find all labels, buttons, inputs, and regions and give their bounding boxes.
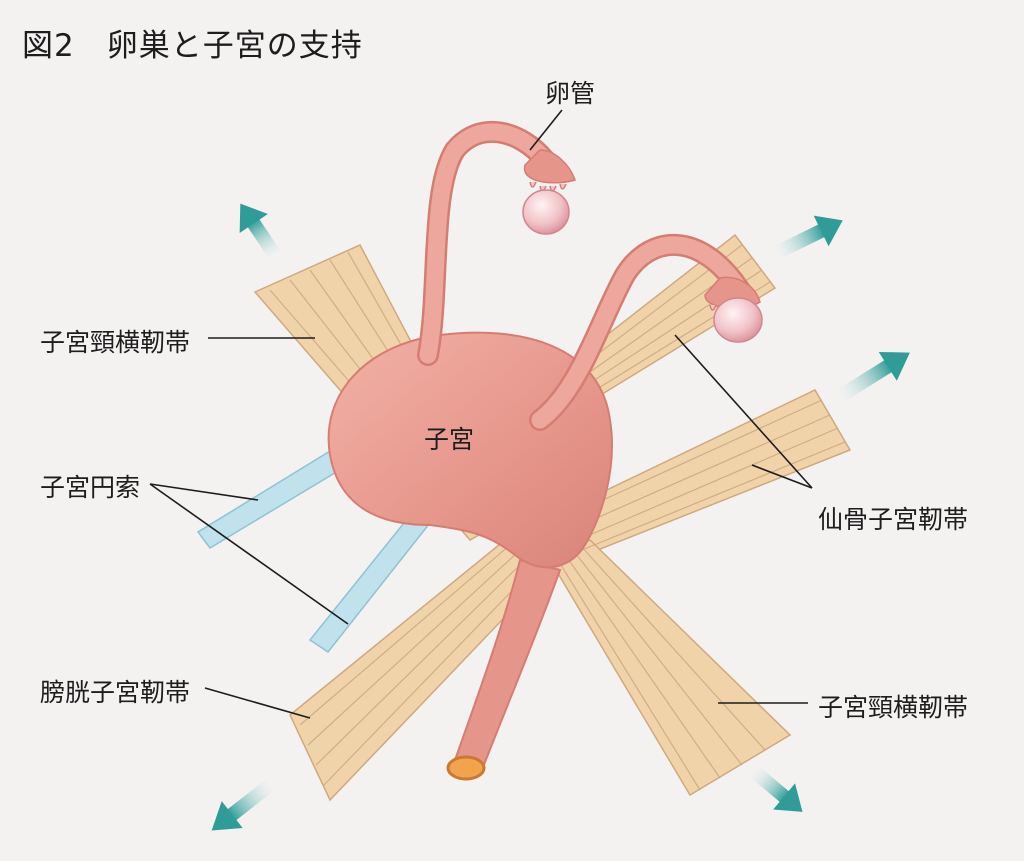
fallopian-tubes xyxy=(417,121,751,431)
leader-sacro-1 xyxy=(674,334,813,489)
fimbriae-left xyxy=(524,149,576,184)
arrow-down-left xyxy=(211,779,275,831)
arrow-down-right xyxy=(750,766,803,812)
label-sacrouterine-ligament: 仙骨子宮靭帯 xyxy=(818,505,969,534)
uterus-group xyxy=(327,331,613,781)
label-cervical-transverse-ligament-left: 子宮頸横靭帯 xyxy=(40,328,191,357)
leader-round-2 xyxy=(149,483,349,625)
ovary-right xyxy=(713,297,763,343)
label-vesicouterine-ligament: 膀胱子宮靭帯 xyxy=(40,678,191,707)
traction-arrows xyxy=(211,203,910,831)
ovary-left xyxy=(522,189,570,235)
arrow-up-right xyxy=(774,215,843,259)
arrow-right xyxy=(838,351,910,401)
leader-vesico xyxy=(204,687,311,719)
label-cervical-transverse-ligament-right: 子宮頸横靭帯 xyxy=(818,693,969,722)
label-round-ligament: 子宮円索 xyxy=(40,473,141,502)
leader-oviduct xyxy=(529,109,563,151)
vagina-opening xyxy=(446,755,486,781)
label-uterus: 子宮 xyxy=(424,425,475,454)
leader-round-1 xyxy=(149,483,259,501)
leader-lines xyxy=(149,109,813,719)
figure-title: 図2 卵巣と子宮の支持 xyxy=(22,28,363,64)
label-oviduct: 卵管 xyxy=(545,79,596,108)
cervical-transverse-ligament-right-shape xyxy=(548,539,792,797)
leader-sacro-2 xyxy=(751,464,813,489)
ovaries xyxy=(522,149,763,343)
arrow-up-left xyxy=(239,203,281,259)
